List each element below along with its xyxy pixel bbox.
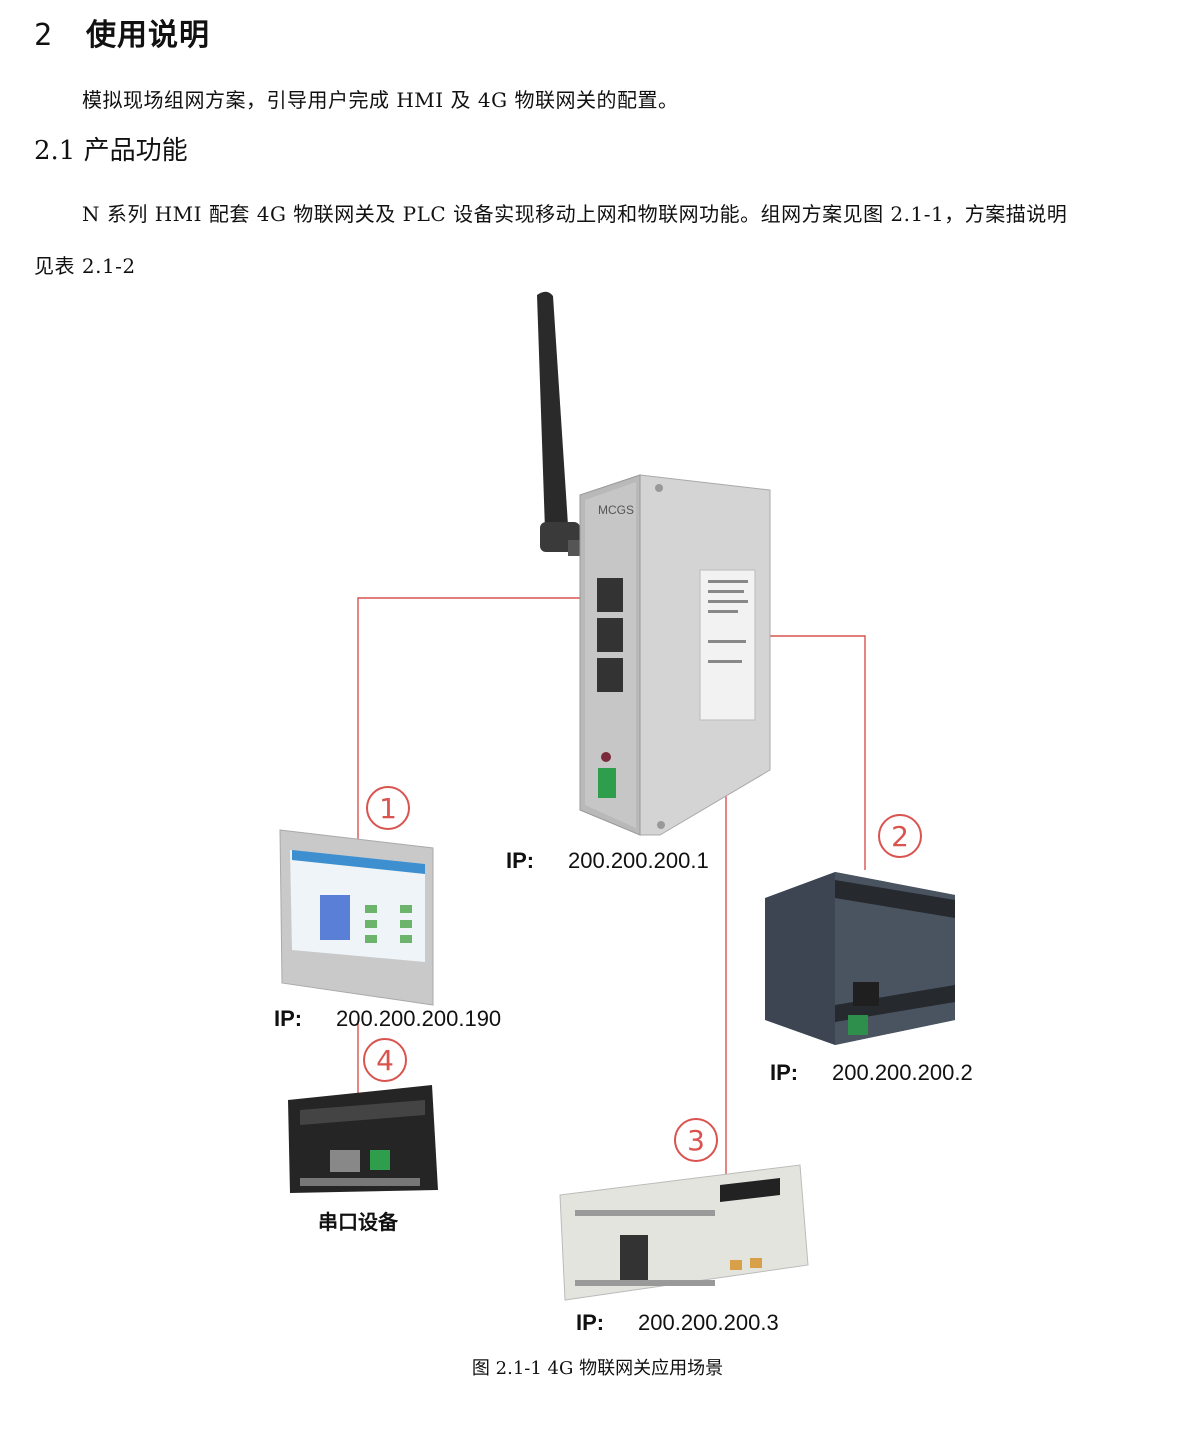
marker-1-ring: [366, 786, 410, 830]
figure-caption: 图 2.1-1 4G 物联网关应用场景: [471, 1358, 724, 1379]
section-heading: 2 使用说明: [34, 10, 210, 54]
marker-3-ring: [674, 1118, 718, 1162]
marker-2-ring: [878, 814, 922, 858]
marker-4: 4: [376, 1044, 394, 1077]
plc-bottom-ip-value: 200.200.200.3: [638, 1310, 779, 1335]
terminal-block: [598, 768, 616, 798]
plc-bottom-ip-label: IP: 200.200.200.3: [576, 1310, 779, 1336]
gateway-device-icon: MCGS: [579, 474, 771, 836]
port-wan: [597, 578, 623, 612]
plc-right-device-icon: [765, 872, 955, 1045]
connection-line-1: [357, 597, 610, 840]
serial-device-caption: 串口设备: [318, 1210, 398, 1234]
plc-right-ip-prefix: IP:: [770, 1060, 799, 1085]
marker-1: 1: [379, 792, 397, 825]
plc-right-ip-value: 200.200.200.2: [832, 1060, 973, 1085]
plc-bottom-ip-prefix: IP:: [576, 1310, 605, 1335]
gateway-ip-prefix: IP:: [506, 848, 535, 873]
plc-right-ip-label: IP: 200.200.200.2: [770, 1060, 973, 1086]
plc-bottom-device-icon: [559, 1164, 809, 1301]
gateway-ip-label: IP: 200.200.200.1: [506, 848, 709, 874]
serial-device-icon: [288, 1085, 438, 1193]
body-paragraph-line2: 见表 2.1-2: [34, 254, 136, 278]
status-led: [601, 752, 611, 762]
marker-3: 3: [687, 1124, 705, 1157]
gateway-ip-value: 200.200.200.1: [568, 848, 709, 873]
section-number: 2: [34, 18, 54, 53]
gateway-label-sticker: [699, 569, 756, 721]
section-title: 使用说明: [86, 18, 210, 53]
body-paragraph-line1: N 系列 HMI 配套 4G 物联网关及 PLC 设备实现移动上网和物联网功能。…: [82, 202, 1068, 226]
port-lan2: [597, 658, 623, 692]
hmi-ip-prefix: IP:: [274, 1006, 303, 1031]
subsection-heading: 2.1 产品功能: [34, 136, 188, 166]
gateway-brand: MCGS: [598, 503, 634, 517]
port-lan1: [597, 618, 623, 652]
hmi-ip-value: 200.200.200.190: [336, 1006, 502, 1031]
markers: 1 2 3 4: [363, 786, 922, 1162]
marker-2: 2: [891, 820, 909, 853]
hmi-ip-label: IP: 200.200.200.190: [274, 1006, 501, 1032]
intro-paragraph: 模拟现场组网方案，引导用户完成 HMI 及 4G 物联网关的配置。: [82, 88, 679, 112]
hmi-device-icon: [279, 829, 434, 1006]
marker-4-ring: [363, 1038, 407, 1082]
